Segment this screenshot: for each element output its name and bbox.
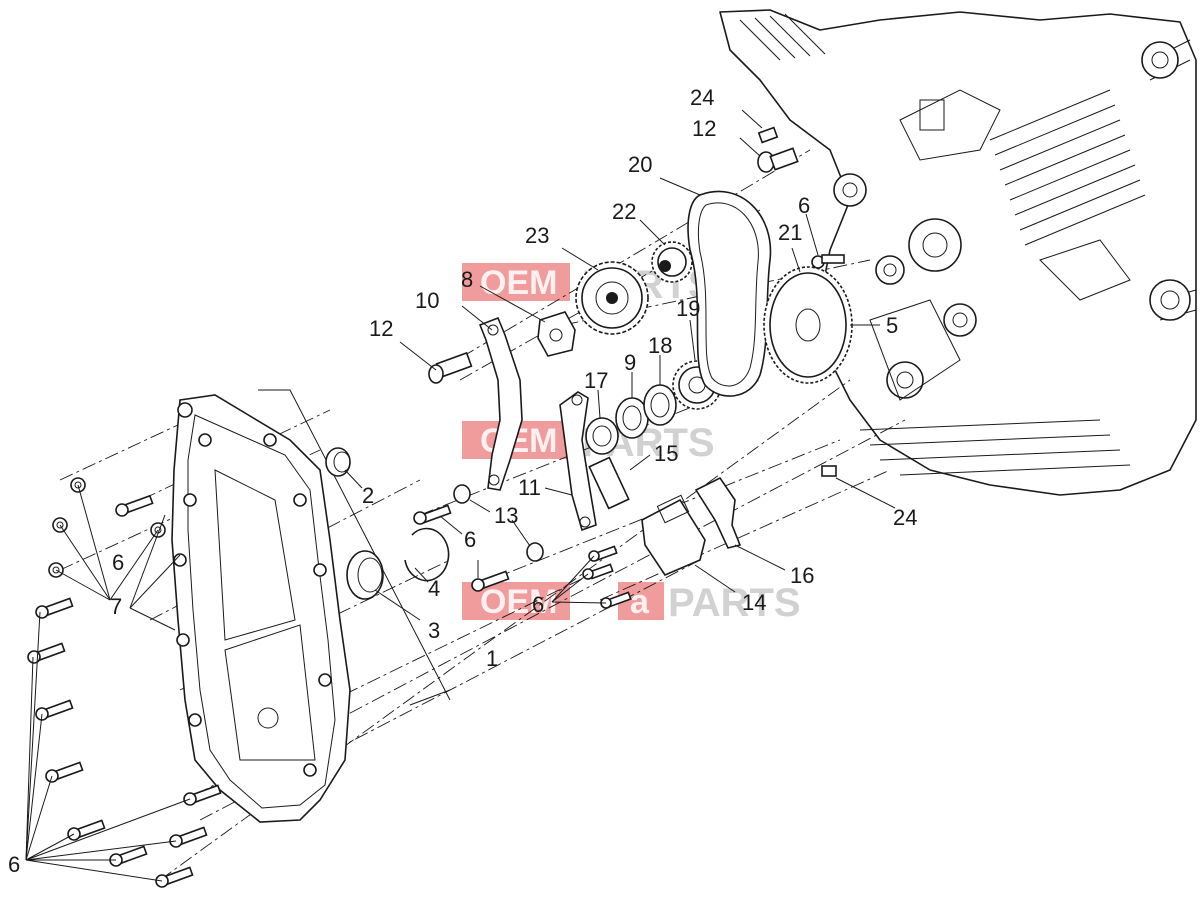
callout-6-bottom: 6 (8, 852, 20, 877)
callout-labels: 1 2 3 4 5 6 6 6 6 6 7 8 9 10 11 12 12 13… (8, 85, 917, 877)
callout-11: 11 (518, 475, 541, 500)
washer-18 (643, 355, 677, 426)
callout-6-center: 6 (464, 527, 476, 552)
guide-pin (399, 341, 473, 384)
callout-12-top: 12 (692, 116, 716, 141)
bolt-guide-1 (413, 504, 463, 535)
callout-9: 9 (624, 350, 636, 375)
callout-12-left: 12 (369, 316, 393, 341)
callout-8: 8 (461, 267, 473, 292)
snap-ring (404, 527, 450, 583)
bolt-group-left (25, 477, 222, 888)
engine-block (719, 9, 1197, 496)
dowel-pins (739, 109, 896, 509)
tensioner-plunger (588, 454, 651, 510)
bushing-lower (511, 519, 544, 562)
chain-tensioner (641, 494, 736, 593)
bolt-guide-2 (471, 560, 510, 592)
watermark-bike-text: BIKE (574, 583, 584, 604)
watermark-oem-text: OEM (480, 583, 557, 621)
watermark-oem-text: OEM (480, 264, 557, 302)
timing-gear-large (763, 247, 853, 384)
callout-6-gear: 6 (798, 193, 810, 218)
camshaft-sprocket (561, 247, 649, 335)
spacer-17 (585, 389, 619, 455)
oil-seal-large (346, 550, 421, 621)
callout-1: 1 (486, 646, 498, 671)
callout-18: 18 (648, 333, 672, 358)
callout-2: 2 (362, 483, 374, 508)
callout-7: 7 (110, 594, 122, 619)
bushing-upper (453, 484, 491, 513)
idler-sprocket-small (639, 219, 693, 283)
callout-22: 22 (612, 199, 636, 224)
callout-6-left: 6 (112, 550, 124, 575)
callout-19: 19 (676, 296, 700, 321)
timing-cover (171, 389, 451, 823)
callout-24-right: 24 (893, 505, 917, 530)
drive-hub (479, 285, 576, 357)
callout-15: 15 (654, 441, 678, 466)
callout-14: 14 (742, 590, 766, 615)
callout-16: 16 (790, 563, 814, 588)
callout-17: 17 (584, 368, 608, 393)
callout-20: 20 (628, 152, 652, 177)
bolts-tensioner (551, 545, 632, 609)
callout-5: 5 (886, 313, 898, 338)
callout-10: 10 (415, 288, 439, 313)
washer-9 (615, 372, 649, 439)
callout-3: 3 (428, 618, 440, 643)
callout-13: 13 (494, 503, 518, 528)
callout-4: 4 (428, 576, 440, 601)
watermark-parts-text: PARTS (668, 581, 801, 625)
tensioner-gasket (694, 476, 786, 571)
timing-chain (659, 177, 772, 397)
chain-guide-fixed (461, 305, 523, 491)
callout-23: 23 (525, 223, 549, 248)
chain-guide-tensioner (544, 391, 597, 532)
watermark-a-text: a (630, 583, 650, 621)
callout-21: 21 (778, 220, 802, 245)
seal-small (325, 447, 363, 489)
callout-24-top: 24 (690, 85, 714, 110)
bolt-gear (805, 213, 845, 269)
callout-6-tensioner: 6 (532, 592, 544, 617)
